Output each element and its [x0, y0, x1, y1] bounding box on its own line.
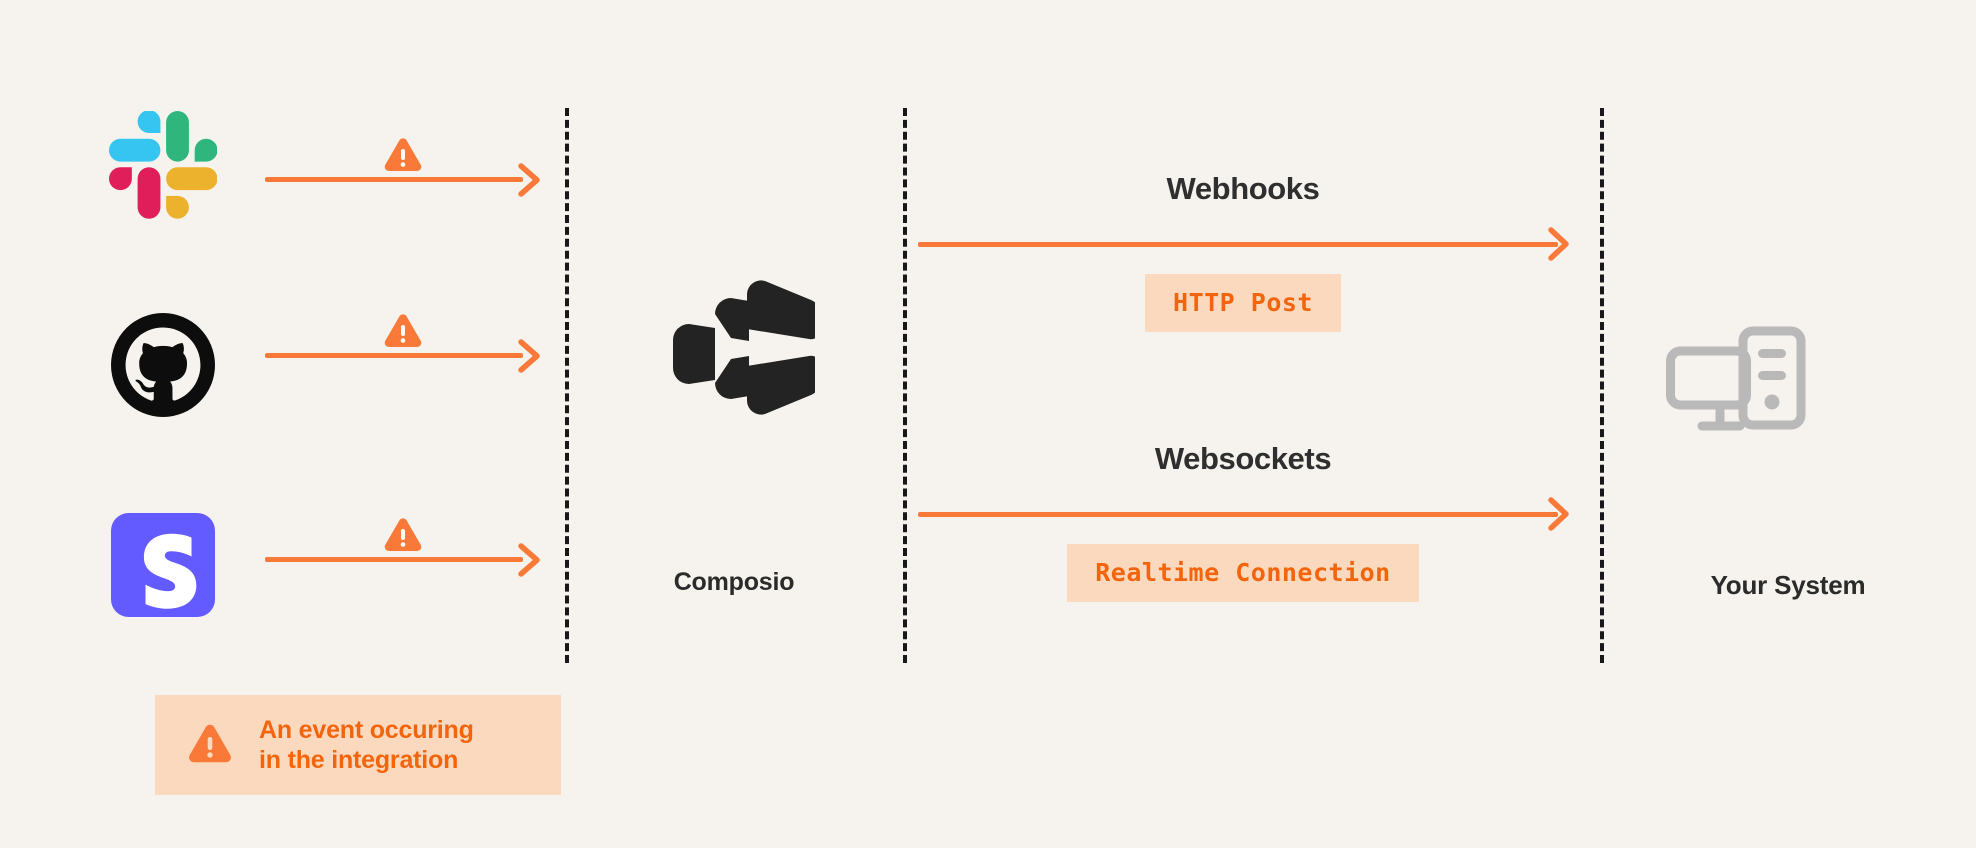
- hub-label: Composio: [673, 568, 795, 596]
- destination-label: Your System: [1710, 570, 1866, 600]
- legend: An event occuring in the integration: [155, 695, 561, 795]
- arrow-head-icon: [1548, 227, 1569, 261]
- channel-badge-wrap: Realtime Connection: [918, 544, 1568, 602]
- desktop-computer-icon: [1665, 325, 1810, 450]
- channel-title: Webhooks: [1166, 171, 1320, 206]
- divider-channels-system: [1600, 108, 1604, 663]
- legend-line-2: in the integration: [259, 746, 459, 774]
- channel-webhooks: Webhooks HTTP Post: [918, 170, 1569, 332]
- warning-triangle-icon: [383, 137, 423, 175]
- slack-logo: [103, 105, 223, 225]
- warning-triangle-icon: [383, 313, 423, 351]
- arrow-head-icon: [518, 339, 540, 373]
- event-arrow-stripe: [265, 517, 555, 587]
- divider-hub-channels: [903, 108, 907, 663]
- channel-badge: HTTP Post: [1145, 274, 1341, 332]
- divider-sources-hub: [565, 108, 569, 663]
- warning-triangle-icon: [383, 517, 423, 555]
- channel-badge: Realtime Connection: [1067, 544, 1419, 602]
- channel-arrow: [918, 226, 1569, 262]
- composio-logo: [655, 268, 822, 428]
- channel-badge-wrap: HTTP Post: [918, 274, 1568, 332]
- arrow-head-icon: [518, 163, 540, 197]
- github-logo: [103, 305, 223, 425]
- channel-title: Websockets: [1154, 441, 1332, 476]
- channel-websockets: Websockets Realtime Connection: [918, 440, 1569, 602]
- legend-line-1: An event occuring: [259, 716, 474, 744]
- channel-arrow: [918, 496, 1569, 532]
- event-arrow-github: [265, 313, 555, 383]
- stripe-logo: [103, 505, 223, 625]
- warning-triangle-icon: [187, 723, 233, 767]
- arrow-head-icon: [1548, 497, 1569, 531]
- event-arrow-slack: [265, 137, 555, 207]
- arrow-head-icon: [518, 543, 540, 577]
- legend-text: An event occuring in the integration: [259, 715, 474, 775]
